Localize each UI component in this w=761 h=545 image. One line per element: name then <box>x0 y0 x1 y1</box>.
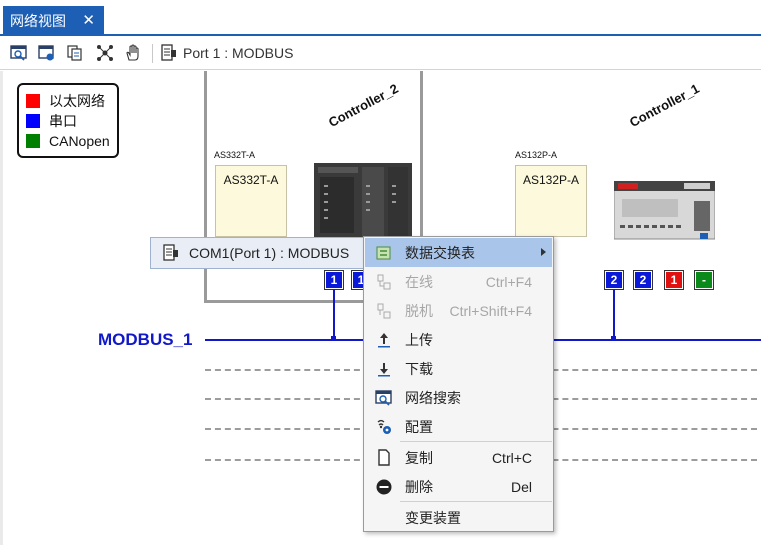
toolbar-separator <box>152 44 153 63</box>
menu-separator <box>400 501 552 502</box>
config-icon <box>377 419 391 434</box>
toolbar-port-label: Port 1 : MODBUS <box>183 45 294 61</box>
network-search-icon <box>375 390 392 406</box>
bus-drop-line <box>613 289 615 339</box>
plc-cpu-image[interactable] <box>314 163 412 241</box>
offline-icon <box>377 303 391 319</box>
port-badge-canopen[interactable]: - <box>694 270 714 290</box>
plc-cpu-image[interactable] <box>614 181 715 245</box>
toolbar-port-selector[interactable]: Port 1 : MODBUS <box>161 44 293 62</box>
menu-item-config[interactable]: 配置 <box>365 412 552 441</box>
menu-item-label: 脱机 <box>405 302 433 319</box>
bus-drop-dot <box>331 336 336 341</box>
zoom-fit-icon[interactable] <box>10 44 28 62</box>
tab-underline <box>0 34 761 36</box>
port-badge-ethernet[interactable]: 1 <box>664 270 684 290</box>
menu-item-label: 下载 <box>405 360 433 377</box>
search-device-icon[interactable] <box>38 44 56 62</box>
context-menu: 数据交换表 在线 Ctrl+F4 脱机 Ctrl+Shift+F4 上传 下载 <box>363 236 554 532</box>
port-badge-serial[interactable]: 2 <box>633 270 653 290</box>
menu-item-shortcut: Ctrl+F4 <box>485 273 532 290</box>
tab-strip: 网络视图 ✕ <box>0 0 761 36</box>
toolbar: Port 1 : MODBUS <box>0 36 761 70</box>
controller-2-module[interactable]: AS332T-A <box>215 165 287 237</box>
topology-icon[interactable] <box>96 44 114 62</box>
legend-item-canopen: CANopen <box>26 131 117 151</box>
menu-item-shortcut: Ctrl+Shift+F4 <box>449 302 532 319</box>
submenu-arrow-icon <box>541 248 546 256</box>
port-popup[interactable]: COM1(Port 1) : MODBUS <box>150 237 364 269</box>
menu-item-download[interactable]: 下载 <box>365 354 552 383</box>
legend: 以太网络 串口 CANopen <box>17 83 119 158</box>
controller-2-module-label: AS332T-A <box>223 173 279 187</box>
legend-swatch <box>26 114 40 128</box>
port-device-icon <box>163 244 178 261</box>
menu-item-shortcut: Del <box>510 478 532 495</box>
controller-1-name: Controller_1 <box>626 80 702 130</box>
menu-item-online[interactable]: 在线 Ctrl+F4 <box>365 267 552 296</box>
menu-item-delete[interactable]: 删除 Del <box>365 472 552 501</box>
menu-item-label: 配置 <box>405 418 433 435</box>
legend-label: 串口 <box>49 113 77 129</box>
bus-drop-dot <box>611 336 616 341</box>
port-badge-serial[interactable]: 1 <box>324 270 344 290</box>
menu-item-network-search[interactable]: 网络搜索 <box>365 383 552 412</box>
port-device-icon <box>161 44 176 61</box>
legend-label: CANopen <box>49 133 110 149</box>
legend-swatch <box>26 94 40 108</box>
legend-swatch <box>26 134 40 148</box>
menu-item-copy[interactable]: 复制 Ctrl+C <box>365 443 552 472</box>
menu-item-upload[interactable]: 上传 <box>365 325 552 354</box>
menu-item-offline[interactable]: 脱机 Ctrl+Shift+F4 <box>365 296 552 325</box>
controller-1-module-tag: AS132P-A <box>515 150 558 160</box>
upload-icon <box>378 333 390 348</box>
port-badge-serial[interactable]: 2 <box>604 270 624 290</box>
menu-item-label: 删除 <box>405 478 433 495</box>
menu-separator <box>400 441 552 442</box>
menu-item-label: 数据交换表 <box>405 244 475 261</box>
bus-label[interactable]: MODBUS_1 <box>98 330 193 349</box>
menu-item-label: 在线 <box>405 273 433 290</box>
pan-hand-icon[interactable] <box>124 44 142 62</box>
menu-item-label: 复制 <box>405 449 433 466</box>
menu-item-shortcut: Ctrl+C <box>491 449 532 466</box>
copy-pages-icon[interactable] <box>66 44 84 62</box>
controller-2-module-tag: AS332T-A <box>214 150 256 160</box>
copy-icon <box>378 449 390 466</box>
menu-item-data-exchange[interactable]: 数据交换表 <box>365 238 552 267</box>
close-icon[interactable]: ✕ <box>82 12 95 29</box>
canvas-left-edge <box>0 71 3 545</box>
legend-item-serial: 串口 <box>26 111 117 131</box>
menu-item-label: 网络搜索 <box>405 389 461 406</box>
bus-drop-line <box>333 289 335 339</box>
menu-item-label: 变更装置 <box>405 509 461 526</box>
menu-item-label: 上传 <box>405 331 433 348</box>
controller-2-frame[interactable] <box>204 71 423 303</box>
tab-title: 网络视图 <box>10 12 66 29</box>
tab-network-view[interactable]: 网络视图 ✕ <box>3 6 104 35</box>
legend-label: 以太网络 <box>49 93 105 109</box>
data-exchange-icon <box>376 246 391 260</box>
online-icon <box>377 274 391 290</box>
port-popup-label: COM1(Port 1) : MODBUS <box>189 245 350 261</box>
controller-1-module[interactable]: AS132P-A <box>515 165 587 237</box>
controller-1-module-label: AS132P-A <box>522 173 580 187</box>
delete-icon <box>376 479 392 495</box>
legend-item-ethernet: 以太网络 <box>26 91 117 111</box>
menu-item-change-device[interactable]: 变更装置 <box>365 503 552 532</box>
download-icon <box>378 363 390 377</box>
